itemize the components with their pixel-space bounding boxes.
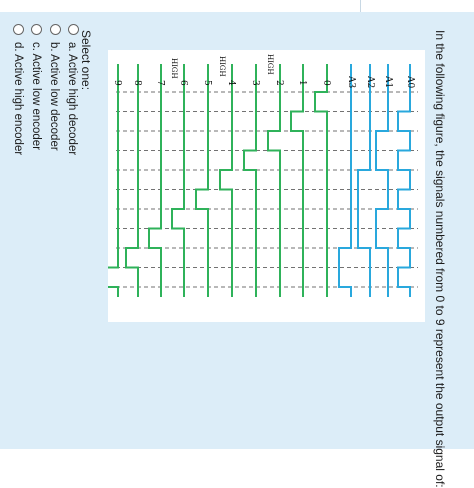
output-label: 3 [250, 80, 260, 86]
input-waveform [397, 64, 411, 297]
radio-option-d[interactable] [13, 24, 24, 35]
radio-option-c[interactable] [31, 24, 42, 35]
select-one-label: Select one: [79, 30, 93, 91]
question-panel: In the following figure, the signals num… [0, 12, 474, 488]
output-label: 0 [321, 80, 331, 86]
timing-diagram-svg: A0 A1 A2 A3 0 1 2 3 4 5 6 7 8 9 HIGH HIGH HIGH [105, 54, 418, 297]
output-waveform [105, 64, 119, 297]
timing-diagram: A0 A1 A2 A3 0 1 2 3 4 5 6 7 8 9 HIGH HIGH HIGH [105, 50, 425, 322]
output-label: 8 [132, 80, 142, 86]
option-d-letter: d. [12, 42, 24, 52]
output-label: 1 [297, 80, 307, 86]
output-waveform [148, 64, 162, 297]
option-b-label: Active low decoder [48, 54, 60, 151]
output-label: 4 [226, 80, 236, 86]
input-waveform [357, 64, 371, 297]
radio-option-a[interactable] [68, 24, 79, 35]
question-text: In the following figure, the signals num… [433, 30, 447, 488]
high-marker: HIGH [266, 54, 274, 75]
high-marker: HIGH [218, 56, 226, 77]
output-label: 5 [202, 80, 212, 86]
option-d-label: Active high encoder [12, 54, 24, 156]
output-label: 2 [274, 80, 284, 86]
option-c-letter: c. [30, 42, 42, 51]
high-marker: HIGH [170, 58, 178, 79]
output-waveform [171, 64, 185, 297]
option-d[interactable]: d. Active high encoder [12, 42, 24, 155]
input-label: A3 [346, 75, 356, 88]
option-a-label: Active high decoder [66, 54, 78, 156]
input-waveform [375, 64, 389, 297]
option-c-label: Active low encoder [30, 53, 42, 151]
option-a[interactable]: a. Active high decoder [66, 42, 78, 155]
output-waveform [195, 64, 209, 297]
output-label: 7 [155, 80, 165, 86]
output-waveform [290, 64, 304, 297]
output-label: 6 [178, 80, 188, 86]
input-label: A0 [405, 75, 415, 88]
output-waveform [314, 64, 328, 297]
output-waveform [267, 64, 281, 297]
input-label: A1 [383, 75, 393, 88]
output-waveform [125, 64, 139, 297]
input-label: A2 [365, 75, 375, 88]
top-strip [360, 0, 474, 12]
output-waveform [243, 64, 257, 297]
output-waveform [219, 64, 233, 297]
radio-option-b[interactable] [50, 24, 61, 35]
option-c[interactable]: c. Active low encoder [30, 42, 42, 150]
output-label: 9 [112, 80, 122, 86]
input-waveform [338, 64, 352, 297]
option-b[interactable]: b. Active low decoder [48, 42, 60, 151]
option-a-letter: a. [66, 42, 78, 52]
option-b-letter: b. [48, 42, 60, 52]
